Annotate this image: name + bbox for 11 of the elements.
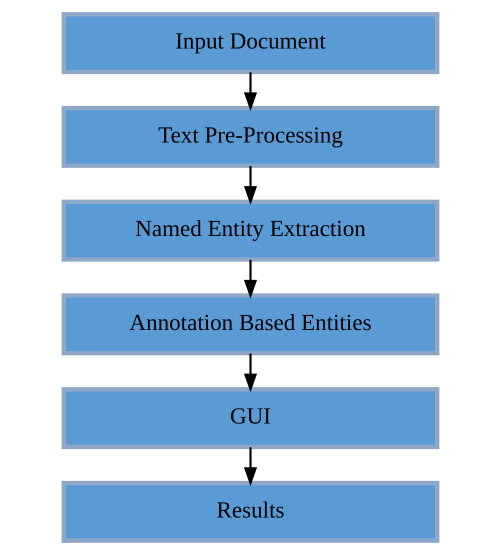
arrow bbox=[243, 354, 257, 392]
arrow bbox=[243, 447, 257, 486]
node-box: Results bbox=[61, 480, 439, 543]
node-box: GUI bbox=[61, 387, 439, 450]
arrow bbox=[243, 72, 257, 112]
node-box: Annotation Based Entities bbox=[61, 293, 439, 356]
arrow bbox=[243, 166, 257, 205]
node-box: Named Entity Extraction bbox=[61, 200, 439, 262]
arrow bbox=[243, 260, 257, 299]
node-box: Input Document bbox=[61, 12, 439, 74]
node-box: Text Pre-Processing bbox=[61, 106, 439, 168]
